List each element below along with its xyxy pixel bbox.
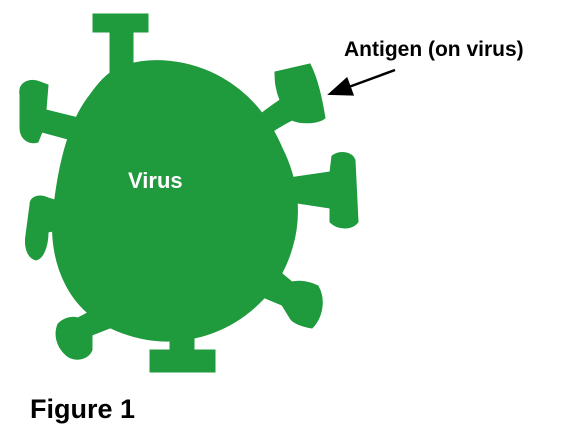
antigen-label: Antigen (on virus) xyxy=(344,38,524,61)
figure-caption: Figure 1 xyxy=(30,394,135,424)
virus-label: Virus xyxy=(128,168,183,193)
antigen-upper-right xyxy=(245,64,325,140)
antigen-arrow xyxy=(346,70,395,88)
virus xyxy=(20,14,358,372)
virus-body xyxy=(53,61,298,341)
